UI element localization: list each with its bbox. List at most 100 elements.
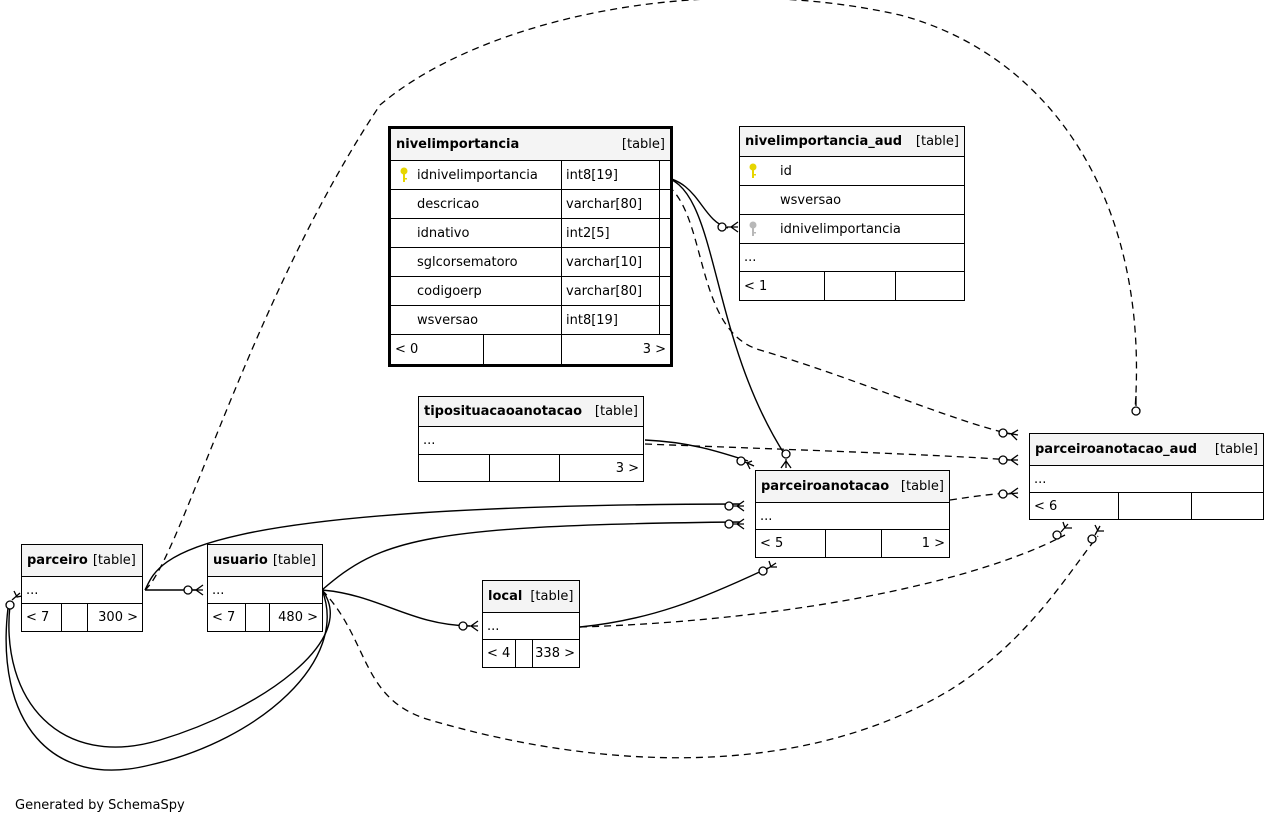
column-row[interactable]: id	[740, 157, 964, 186]
table-parceiroanotacao-aud[interactable]: parceiroanotacao_aud [table] ... < 6	[1029, 433, 1264, 520]
table-header: parceiro [table]	[22, 545, 142, 577]
table-header: tiposituacaoanotacao [table]	[419, 397, 643, 427]
ellipsis-row: ...	[483, 613, 579, 640]
crow-foot	[1007, 454, 1019, 466]
table-parceiro[interactable]: parceiro [table] ... < 7 300 >	[21, 544, 143, 632]
stats-middle	[515, 640, 532, 667]
table-type: [table]	[621, 137, 665, 152]
column-row[interactable]: codigoerp varchar[80]	[391, 277, 670, 306]
table-header: nivelimportancia [table]	[391, 129, 670, 161]
crow-foot	[733, 518, 745, 530]
column-row[interactable]: idnivelimportancia	[740, 215, 964, 244]
children-count[interactable]: 480 >	[269, 604, 322, 631]
edge-end-circle	[458, 621, 468, 631]
column-type: varchar[80]	[561, 190, 659, 218]
edge-aud-local-dashed	[579, 534, 1066, 628]
children-count[interactable]: 338 >	[532, 640, 579, 667]
ellipsis-row: ...	[756, 503, 949, 530]
column-row[interactable]: descricao varchar[80]	[391, 190, 670, 219]
column-name: wsversao	[417, 312, 479, 328]
column-name: idnivelimportancia	[780, 221, 901, 237]
parents-count[interactable]: < 7	[212, 610, 236, 625]
parents-count[interactable]: < 7	[26, 610, 50, 625]
parents-count[interactable]: < 6	[1034, 498, 1058, 514]
more-columns: ...	[26, 582, 39, 598]
crow-foot	[727, 221, 739, 233]
column-name: codigoerp	[417, 283, 482, 299]
parents-count[interactable]	[419, 455, 489, 481]
table-tiposituacaoanotacao[interactable]: tiposituacaoanotacao [table] ... 3 >	[418, 396, 644, 482]
table-name: nivelimportancia_aud	[745, 134, 903, 149]
column-type: int8[19]	[561, 161, 659, 189]
edge-end-circle	[998, 455, 1008, 465]
table-name: usuario	[213, 553, 268, 568]
column-row[interactable]: sglcorsematoro varchar[10]	[391, 248, 670, 277]
table-header: usuario [table]	[208, 545, 322, 577]
column-row[interactable]: wsversao	[740, 186, 964, 215]
stats-row: < 7 480 >	[208, 604, 322, 631]
column-type: int8[19]	[561, 306, 659, 334]
column-row[interactable]: wsversao int8[19]	[391, 306, 670, 335]
parents-count[interactable]: < 1	[744, 278, 768, 294]
column-name: idnativo	[417, 225, 470, 241]
children-count[interactable]: 1 >	[881, 530, 949, 557]
edge-end-circle	[1087, 534, 1097, 544]
column-row[interactable]: idnativo int2[5]	[391, 219, 670, 248]
column-name: id	[780, 163, 792, 179]
stats-row: < 1	[740, 272, 964, 300]
table-parceiroanotacao[interactable]: parceiroanotacao [table] ... < 5 1 >	[755, 470, 950, 558]
children-count[interactable]	[1191, 493, 1263, 519]
more-columns: ...	[1034, 471, 1047, 487]
edge-aud-usuario-dashed	[321, 535, 1099, 759]
table-name: parceiro	[27, 553, 88, 568]
table-name: parceiroanotacao_aud	[1035, 442, 1197, 457]
table-nivelimportancia[interactable]: nivelimportancia [table] idnivelimportan…	[388, 126, 673, 367]
crow-foot	[1094, 524, 1104, 536]
column-row[interactable]: idnivelimportancia int8[19]	[391, 161, 670, 190]
crow-foot	[11, 590, 23, 601]
edge-end-circle	[724, 501, 734, 511]
children-count[interactable]: 300 >	[87, 604, 142, 631]
column-name: sglcorsematoro	[417, 254, 518, 270]
edge-parceiroanotacao-nivelimportancia	[657, 175, 786, 456]
ellipsis-row: ...	[1030, 466, 1263, 493]
column-name: descricao	[417, 196, 480, 212]
children-count[interactable]: 3 >	[561, 335, 670, 364]
crow-foot	[1060, 521, 1072, 533]
table-type: [table]	[915, 134, 959, 149]
crow-foot	[467, 620, 479, 632]
parents-count[interactable]: < 4	[487, 646, 511, 661]
table-type: [table]	[900, 479, 944, 494]
table-type: [table]	[1214, 442, 1258, 457]
more-columns: ...	[744, 250, 757, 265]
table-name: local	[488, 589, 523, 604]
edge-aud-parceiroanotacao-dashed	[949, 492, 1011, 501]
crow-foot	[192, 584, 204, 596]
more-columns: ...	[487, 618, 500, 634]
table-local[interactable]: local [table] ... < 4 338 >	[482, 580, 580, 668]
parents-count[interactable]: < 0	[395, 342, 419, 357]
ellipsis-row: ...	[22, 577, 142, 604]
children-count[interactable]	[895, 272, 964, 300]
edge-end-circle	[183, 585, 193, 595]
edge-aud-parceiro-dashed	[144, 0, 1138, 591]
table-type: [table]	[530, 589, 574, 604]
stats-row: 3 >	[419, 455, 643, 481]
ellipsis-row: ...	[419, 427, 643, 455]
edge-aud-nivelimportancia-dashed	[657, 179, 1011, 435]
table-usuario[interactable]: usuario [table] ... < 7 480 >	[207, 544, 323, 632]
edge-end-circle	[717, 222, 727, 232]
children-count[interactable]: 3 >	[559, 455, 643, 481]
stats-middle	[824, 272, 895, 300]
table-name: tiposituacaoanotacao	[424, 404, 583, 419]
edge-aud-tiposituacao-dashed	[644, 443, 1011, 461]
edge-parceiroanotacao-usuario-2	[321, 521, 741, 591]
table-nivelimportancia-aud[interactable]: nivelimportancia_aud [table] id wsversao…	[739, 126, 965, 301]
edge-end-circle	[1131, 406, 1141, 416]
parents-count[interactable]: < 5	[760, 536, 784, 551]
edge-end-circle	[998, 489, 1008, 499]
crow-foot	[744, 460, 755, 470]
more-columns: ...	[212, 582, 225, 598]
table-header: parceiroanotacao [table]	[756, 471, 949, 503]
